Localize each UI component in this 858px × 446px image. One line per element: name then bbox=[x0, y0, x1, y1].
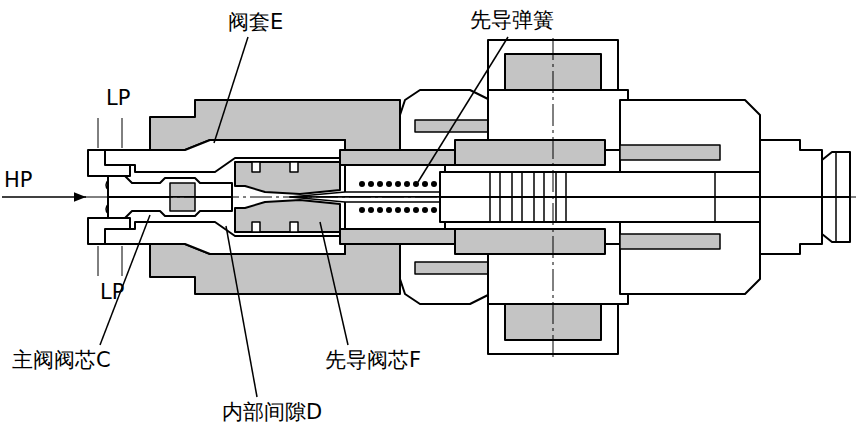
part-label: 内部间隙D bbox=[222, 400, 322, 424]
part-label: 阀套E bbox=[228, 10, 283, 34]
part-label: 先导阀芯F bbox=[325, 348, 421, 372]
part-label: 主阀阀芯C bbox=[12, 348, 111, 372]
port-label: HP bbox=[4, 168, 32, 192]
port-label: LP bbox=[106, 86, 130, 110]
part-label: 先导弹簧 bbox=[470, 8, 554, 32]
port-label: LP bbox=[100, 280, 124, 304]
